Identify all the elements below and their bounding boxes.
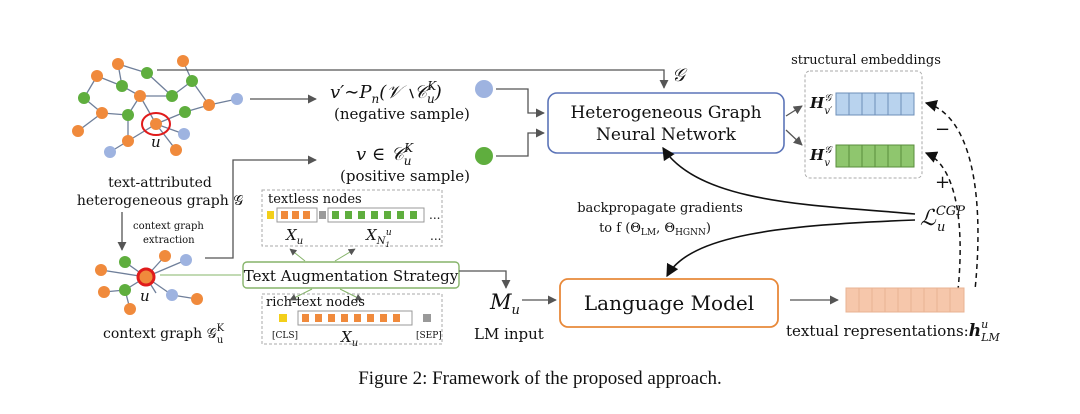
pos-sample-arrow: [205, 155, 317, 259]
neg-embedding-bar: [835, 92, 915, 116]
tas-to-rich-arrow-2: [339, 288, 363, 301]
x-u-textless: Xu: [285, 226, 303, 247]
tas-to-textless-arrow-2: [334, 248, 356, 262]
lm-box: [559, 278, 779, 328]
tas-to-textless-arrow-1: [289, 248, 306, 262]
hgnn-label-line1: Heterogeneous Graph: [570, 103, 761, 123]
pos-sample-label: (positive sample): [340, 167, 470, 185]
neg-sample-label: (negative sample): [334, 105, 470, 123]
structural-embeddings-title: structural embeddings: [791, 53, 941, 68]
backprop-arrow-lm: [666, 219, 916, 278]
textless-ellipsis: ...: [429, 208, 440, 222]
sep-token: [SEP]: [416, 331, 442, 341]
pos-contrast-dashed-arrow: [924, 151, 961, 291]
pos-embedding-bar: [835, 144, 915, 168]
graph-to-hgnn-arrow: [157, 69, 669, 89]
textless-token-row: [267, 207, 425, 223]
figure-caption: Figure 2: Framework of the proposed appr…: [358, 368, 722, 389]
context-graph-nodes: [95, 250, 203, 315]
textless-nodes-box: [261, 189, 443, 247]
graph-symbol: 𝒢: [672, 65, 688, 86]
textless-nodes-label: textless nodes: [268, 192, 362, 207]
tag-label-line2: heterogeneous graph 𝒢: [77, 193, 243, 209]
backprop-arrow-hgnn: [662, 146, 916, 215]
structural-embeddings-box: [804, 70, 923, 179]
hgnn-out-arrow-top: [785, 105, 803, 117]
extraction-line2: extraction: [143, 235, 195, 246]
textual-embedding-bar: [845, 287, 965, 313]
lm-input-label: LM input: [474, 325, 544, 343]
textless-ellipsis-2: ...: [430, 229, 441, 243]
tas-label: Text Augmentation Strategy: [244, 267, 459, 285]
hgnn-out-arrow-bottom: [785, 129, 803, 146]
rich-text-box: [261, 293, 443, 345]
graph-nodes: [72, 55, 243, 158]
x-n-label: XN1u: [365, 226, 392, 249]
tas-box: [242, 261, 460, 289]
pos-node-arrow: [496, 128, 545, 157]
target-node-ring: [141, 112, 171, 136]
lm-label: Language Model: [584, 291, 754, 315]
neg-node-arrow: [496, 88, 545, 118]
negative-node: [475, 80, 493, 98]
positive-node: [475, 147, 493, 165]
extraction-line1: context graph: [133, 221, 204, 232]
neg-contrast-dashed-arrow: [924, 100, 979, 291]
rich-text-label: rich-text nodes: [266, 295, 365, 310]
context-node-u-label: u: [140, 287, 150, 305]
x-u-rich: Xu: [340, 328, 358, 349]
mu-label: Mu: [489, 290, 520, 318]
tag-label-line1: text-attributed: [108, 175, 212, 191]
tas-to-rich-arrow-1: [289, 288, 313, 301]
backprop-line1: backpropagate gradients: [577, 201, 743, 216]
minus-sign: −: [935, 119, 950, 140]
plus-sign: +: [935, 172, 950, 193]
backprop-line2: to f (ΘLM, ΘHGNN): [599, 221, 711, 238]
cls-token: [CLS]: [272, 331, 298, 341]
node-u-label: u: [151, 133, 161, 151]
tas-to-mu-arrow: [459, 270, 511, 289]
hgnn-label-line2: Neural Network: [596, 125, 737, 145]
rich-token-row: [279, 310, 431, 326]
